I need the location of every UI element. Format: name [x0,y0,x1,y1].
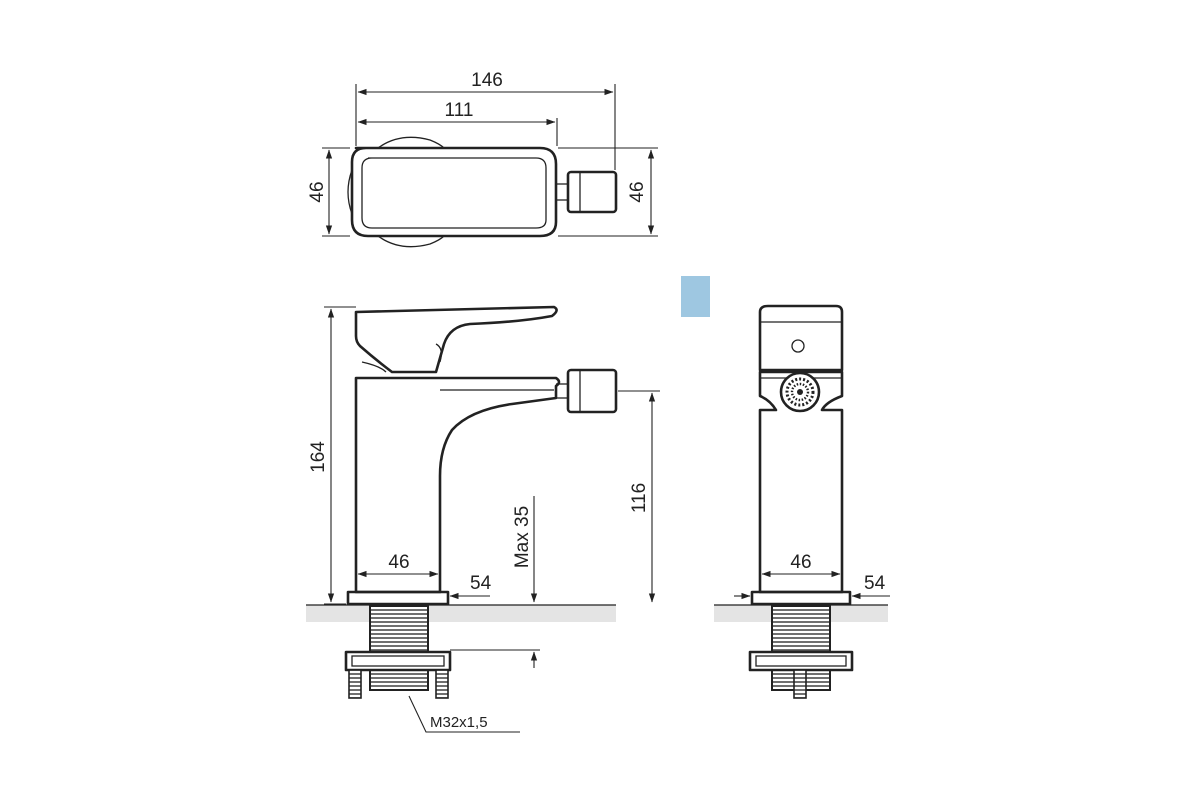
top-view-cap-top [377,136,445,149]
front-view-flange [750,590,852,606]
front-view-nut [748,650,854,672]
side-view: 164 116 Max 35 46 54 M32x1,5 [306,305,660,733]
dim-width-left: 46 [307,181,328,202]
top-view-body-inner [361,157,547,229]
side-view-screw-left [348,669,362,699]
top-view: 146 111 46 46 [307,70,658,248]
dim-base-width-side: 46 [388,552,409,573]
top-view-body [350,146,558,238]
dim-base-offset-front: 54 [864,573,886,594]
color-swatch [681,276,710,317]
side-view-screw-right [435,669,449,699]
thread-callout: M32x1,5 [430,714,488,731]
front-view-handle-hole [791,339,805,353]
dim-height: 164 [308,441,329,473]
dim-base-width-front: 46 [790,552,811,573]
dim-handle-length: 111 [445,100,474,121]
top-view-nozzle [566,170,618,214]
side-view-shank [369,605,429,691]
dim-max-deck-thickness: Max 35 [512,506,533,568]
top-view-cap-bottom [377,235,445,248]
dim-base-offset-side: 54 [470,573,492,594]
side-view-flange [346,590,450,606]
side-view-deck [306,605,616,622]
side-view-nut [344,650,452,672]
front-view: 46 54 [714,304,890,699]
dim-outlet-height: 116 [629,483,650,513]
side-view-body [354,376,561,594]
side-view-nozzle [566,368,618,414]
front-view-screw [793,669,807,699]
dim-overall-length: 146 [471,70,503,91]
dim-width-right: 46 [627,181,648,202]
side-view-lever [354,305,558,374]
front-view-lever [758,304,844,372]
top-view-left-curve [347,169,353,215]
